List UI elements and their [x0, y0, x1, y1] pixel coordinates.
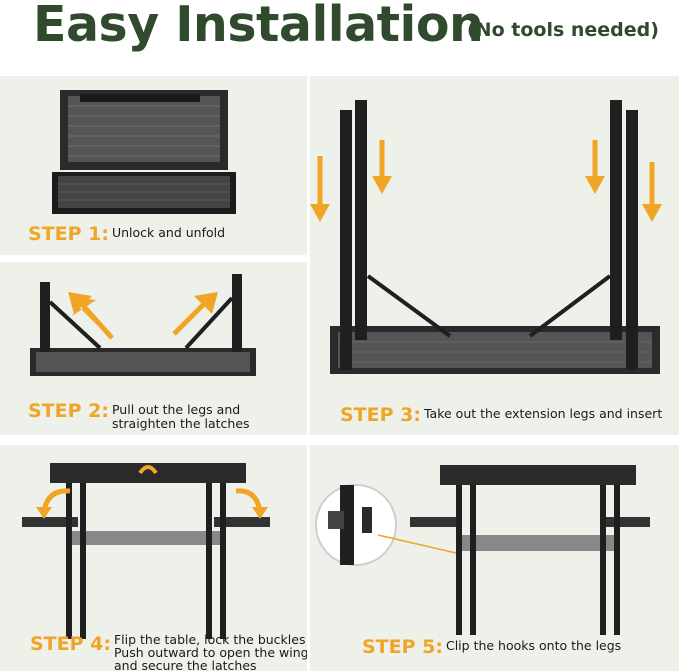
step-4-text-line: Flip the table, lock the buckles	[113, 632, 306, 647]
extension-legs-illustration	[310, 100, 662, 374]
step-1-panel: STEP 1:Unlock and unfold	[0, 76, 307, 255]
folded-table-illustration	[52, 90, 236, 214]
header: Easy Installation (No tools needed)	[0, 0, 679, 64]
step-3-caption: STEP 3:Take out the extension legs and i…	[340, 404, 662, 426]
step-5-caption: STEP 5:Clip the hooks onto the legs	[362, 636, 621, 658]
hook-clip-illustration	[315, 465, 650, 635]
step-3-number: STEP 3:	[340, 404, 421, 426]
step-1-text-line: Unlock and unfold	[111, 225, 226, 240]
step-4-text-line: Push outward to open the wings	[113, 645, 307, 660]
step-4-number: STEP 4:	[30, 633, 111, 655]
flipped-table-illustration	[22, 463, 270, 639]
step-5-text-line: Clip the hooks onto the legs	[445, 638, 622, 653]
step-1-number: STEP 1:	[28, 223, 109, 245]
step-2-text-line: straighten the latches	[111, 416, 250, 431]
legs-out-illustration	[30, 274, 256, 376]
page-title: Easy Installation	[33, 0, 484, 53]
step-5-number: STEP 5:	[362, 636, 443, 658]
page-subtitle: (No tools needed)	[467, 19, 659, 41]
step-2-number: STEP 2:	[28, 400, 109, 422]
step-1-text: Unlock and unfold	[112, 223, 225, 240]
step-3-text: Take out the extension legs and insert	[424, 404, 662, 421]
step-3-text-line: Take out the extension legs and insert	[423, 406, 663, 421]
step-1-caption: STEP 1:Unlock and unfold	[28, 223, 225, 245]
step-4-text-line: and secure the latches	[113, 658, 257, 671]
step-5-text: Clip the hooks onto the legs	[446, 636, 621, 653]
step-2-text-line: Pull out the legs and	[111, 402, 241, 417]
step-5-panel: STEP 5:Clip the hooks onto the legs	[310, 445, 679, 671]
step-3-panel: STEP 3:Take out the extension legs and i…	[310, 76, 679, 435]
